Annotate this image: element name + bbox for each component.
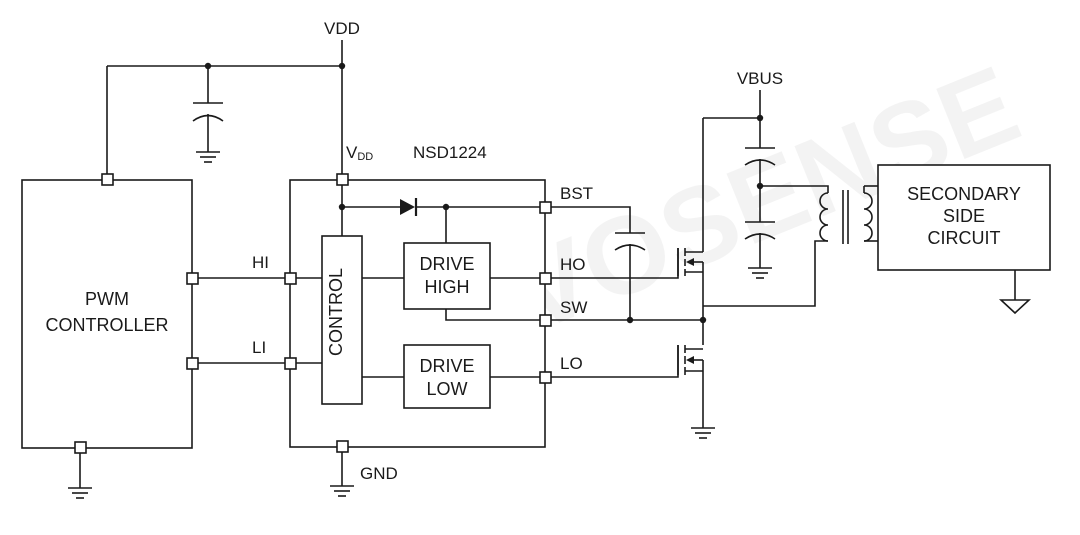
internal-vdd-wires: [338, 180, 545, 243]
chip-name: NSD1224: [413, 143, 487, 162]
pin-pwm-gnd: [74, 441, 87, 454]
vdd-pin-label: VDD: [346, 143, 373, 163]
hi-li-wires: [192, 277, 322, 364]
control-block: CONTROL: [321, 235, 363, 405]
bootstrap-capacitor: [545, 206, 646, 320]
ho-label: HO: [560, 255, 586, 274]
ground-symbol-secondary: [998, 270, 1032, 315]
pins: [74, 173, 552, 454]
bus-capacitor-upper: [744, 147, 776, 222]
pin-chip-gnd: [336, 440, 349, 453]
ground-symbol-cap: [196, 151, 220, 163]
vbus-rail: [703, 90, 764, 148]
li-label: LI: [252, 338, 266, 357]
pin-chip-vdd: [336, 173, 349, 186]
drive-low-line2: LOW: [426, 379, 467, 399]
bst-label: BST: [560, 184, 593, 203]
vdd-rail: [106, 40, 346, 180]
pin-pwm-hi: [186, 272, 199, 285]
control-label: CONTROL: [326, 268, 346, 356]
transformer: [703, 185, 878, 307]
low-side-mosfet: [545, 345, 704, 428]
bootstrap-diode: [400, 198, 418, 216]
drive-high-line1: DRIVE: [419, 254, 474, 274]
ground-symbol-lowside: [691, 427, 715, 439]
pwm-controller-block: PWM CONTROLLER: [21, 179, 193, 449]
hi-label: HI: [252, 253, 269, 272]
vbus-label: VBUS: [737, 69, 783, 88]
drive-high-line2: HIGH: [425, 277, 470, 297]
pwm-label-line1: PWM: [85, 289, 129, 309]
lo-label: LO: [560, 354, 583, 373]
pin-chip-lo: [539, 371, 552, 384]
pin-chip-ho: [539, 272, 552, 285]
drive-high-block: DRIVE HIGH: [362, 242, 545, 321]
drive-low-line1: DRIVE: [419, 356, 474, 376]
high-side-mosfet: [545, 118, 704, 345]
pin-chip-hi: [284, 272, 297, 285]
pin-pwm-vdd: [101, 173, 114, 186]
sw-label: SW: [560, 298, 587, 317]
ground-symbol-chip: [330, 447, 354, 497]
secondary-line2: SIDE: [943, 206, 985, 226]
pwm-label-line2: CONTROLLER: [45, 315, 168, 335]
vdd-decoupling-capacitor: [192, 66, 224, 152]
pin-chip-sw: [539, 314, 552, 327]
pin-chip-bst: [539, 201, 552, 214]
secondary-line1: SECONDARY: [907, 184, 1021, 204]
secondary-side-block: SECONDARY SIDE CIRCUIT: [877, 164, 1051, 271]
vdd-top-label: VDD: [324, 19, 360, 38]
gnd-label: GND: [360, 464, 398, 483]
ground-symbol-bus: [748, 267, 772, 279]
secondary-line3: CIRCUIT: [928, 228, 1001, 248]
drive-low-block: DRIVE LOW: [362, 344, 545, 409]
pin-pwm-li: [186, 357, 199, 370]
ground-symbol-pwm: [68, 448, 92, 499]
bus-capacitor-lower: [744, 221, 776, 268]
pin-chip-li: [284, 357, 297, 370]
